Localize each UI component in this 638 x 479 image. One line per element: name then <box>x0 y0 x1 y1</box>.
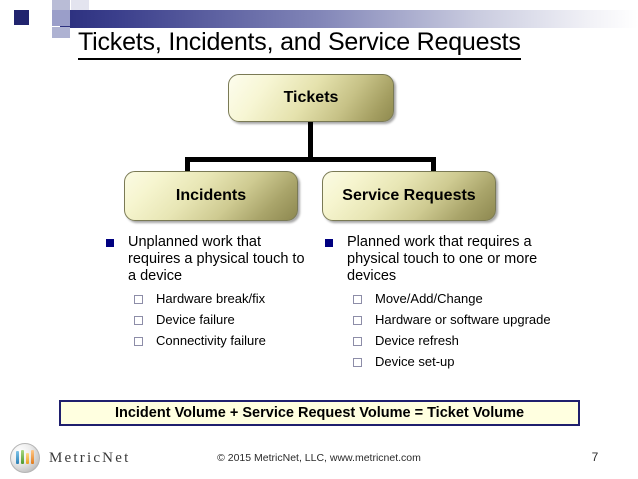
hollow-square-bullet-icon <box>353 358 362 367</box>
equation-banner: Incident Volume + Service Request Volume… <box>59 400 580 426</box>
bar-green <box>20 450 25 464</box>
list-item: Unplanned work that requires a physical … <box>106 234 316 285</box>
hollow-square-bullet-icon <box>353 295 362 304</box>
service-requests-subitem-2: Device refresh <box>375 333 459 348</box>
hollow-square-bullet-icon <box>353 316 362 325</box>
service-requests-subitem-0: Move/Add/Change <box>375 291 483 306</box>
copyright-text: © 2015 MetricNet, LLC, www.metricnet.com <box>217 452 421 464</box>
incidents-detail-column: Unplanned work that requires a physical … <box>106 234 316 354</box>
node-service-requests: Service Requests <box>322 171 496 221</box>
connector-left-vertical <box>185 157 190 172</box>
hollow-square-bullet-icon <box>134 316 143 325</box>
node-incidents: Incidents <box>124 171 298 221</box>
node-service-requests-label: Service Requests <box>342 187 476 204</box>
square-bullet-icon <box>106 239 114 247</box>
node-tickets-label: Tickets <box>283 89 339 106</box>
connector-right-vertical <box>431 157 436 172</box>
connector-horizontal <box>185 157 436 162</box>
equation-banner-text: Incident Volume + Service Request Volume… <box>114 405 525 421</box>
hollow-square-bullet-icon <box>134 295 143 304</box>
deco-square-white-top <box>33 0 50 10</box>
deco-square-navy <box>14 10 29 25</box>
bar-blue <box>15 451 20 464</box>
bar-chart-icon <box>10 443 40 473</box>
slide-title: Tickets, Incidents, and Service Requests <box>78 28 578 60</box>
deco-square-white-left <box>14 27 29 38</box>
list-item: Device set-up <box>353 354 555 370</box>
service-requests-subitem-1: Hardware or software upgrade <box>375 312 551 327</box>
service-requests-heading: Planned work that requires a physical to… <box>347 234 538 284</box>
brand-name: MetricNet <box>49 449 131 466</box>
deco-square-white-bottom <box>33 27 50 38</box>
node-incidents-label: Incidents <box>175 187 247 204</box>
deco-square-white-mid <box>33 10 50 26</box>
hollow-square-bullet-icon <box>353 337 362 346</box>
page-number: 7 <box>591 450 599 464</box>
list-item: Device refresh <box>353 333 555 349</box>
deco-square-mid <box>52 10 70 26</box>
list-item: Hardware break/fix <box>134 291 316 307</box>
list-item: Hardware or software upgrade <box>353 312 555 328</box>
bar-chart-bars <box>15 450 35 464</box>
service-requests-detail-column: Planned work that requires a physical to… <box>325 234 555 375</box>
square-bullet-icon <box>325 239 333 247</box>
list-item: Device failure <box>134 312 316 328</box>
deco-square-mid-top <box>52 0 70 10</box>
node-tickets: Tickets <box>228 74 394 122</box>
slide-title-text: Tickets, Incidents, and Service Requests <box>78 28 521 60</box>
incidents-subitem-2: Connectivity failure <box>156 333 266 348</box>
bar-orange <box>30 450 35 464</box>
brand-logo: MetricNet <box>10 443 130 473</box>
list-item: Connectivity failure <box>134 333 316 349</box>
connector-root-vertical <box>308 122 313 159</box>
incidents-sublist: Hardware break/fix Device failure Connec… <box>134 291 316 349</box>
incidents-heading: Unplanned work that requires a physical … <box>128 234 305 284</box>
bar-yellow <box>25 453 30 464</box>
service-requests-subitem-3: Device set-up <box>375 354 455 369</box>
header-gradient-bar <box>60 10 638 28</box>
service-requests-sublist: Move/Add/Change Hardware or software upg… <box>353 291 555 370</box>
hollow-square-bullet-icon <box>134 337 143 346</box>
deco-square-mid-bottom <box>52 27 70 38</box>
incidents-subitem-0: Hardware break/fix <box>156 291 266 306</box>
deco-square-light-top <box>71 0 89 10</box>
incidents-subitem-1: Device failure <box>156 312 235 327</box>
list-item: Move/Add/Change <box>353 291 555 307</box>
list-item: Planned work that requires a physical to… <box>325 234 555 285</box>
